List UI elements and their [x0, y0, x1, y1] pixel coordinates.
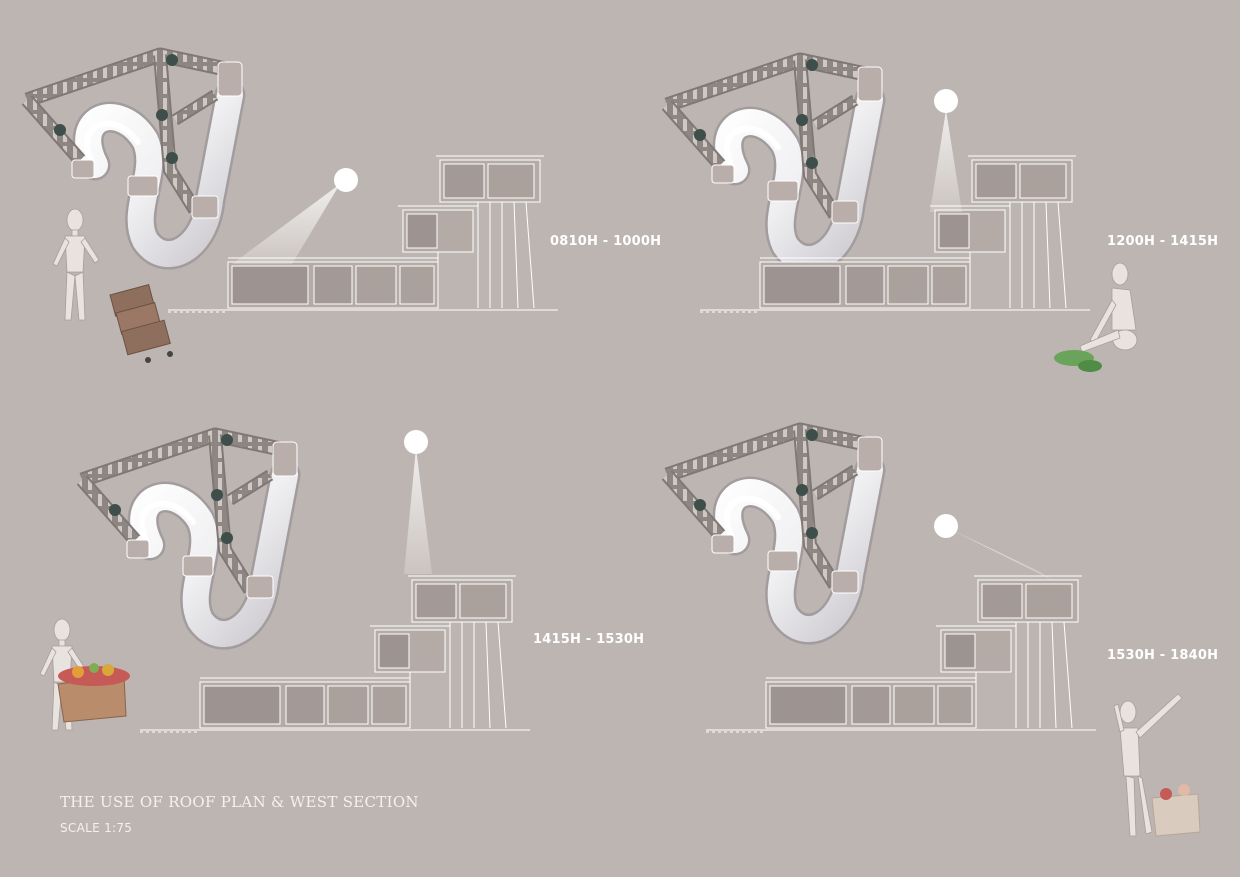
sun-icon	[404, 430, 428, 454]
drawing-title: THE USE OF ROOF PLAN & WEST SECTION	[60, 793, 419, 811]
drawing-scale: SCALE 1:75	[60, 821, 133, 835]
sunlight-beam	[952, 530, 1052, 580]
west-section-building	[705, 575, 1097, 733]
time-label-3: 1415H - 1530H	[533, 632, 645, 647]
robotic-arm-sculpture	[667, 59, 882, 259]
robotic-arm-sculpture	[667, 429, 882, 629]
sunlight-beam	[232, 184, 340, 264]
mannequin-figure	[52, 208, 100, 321]
robotic-arm-sculpture	[82, 434, 297, 634]
time-label-2: 1200H - 1415H	[1107, 234, 1219, 249]
sunlight-beam	[404, 448, 432, 574]
produce-crate-icon	[1151, 784, 1201, 837]
panel-2	[667, 59, 1138, 372]
sun-icon	[934, 89, 958, 113]
sun-icon	[334, 168, 358, 192]
west-section-building	[699, 155, 1091, 313]
sunlight-beam	[930, 110, 962, 212]
mannequin-waving-figure	[1113, 693, 1183, 837]
time-label-4: 1530H - 1840H	[1107, 648, 1219, 663]
time-label-1: 0810H - 1000H	[550, 234, 662, 249]
panel-4	[667, 429, 1201, 837]
luggage-trolley-icon	[109, 284, 173, 363]
panel-3	[39, 430, 531, 733]
produce-box-icon	[57, 663, 130, 723]
sun-icon	[934, 514, 958, 538]
mannequin-sitting-figure	[1079, 262, 1138, 353]
panel-1	[27, 54, 559, 363]
robotic-arm-sculpture	[27, 54, 242, 254]
plants-icon	[1054, 350, 1102, 372]
